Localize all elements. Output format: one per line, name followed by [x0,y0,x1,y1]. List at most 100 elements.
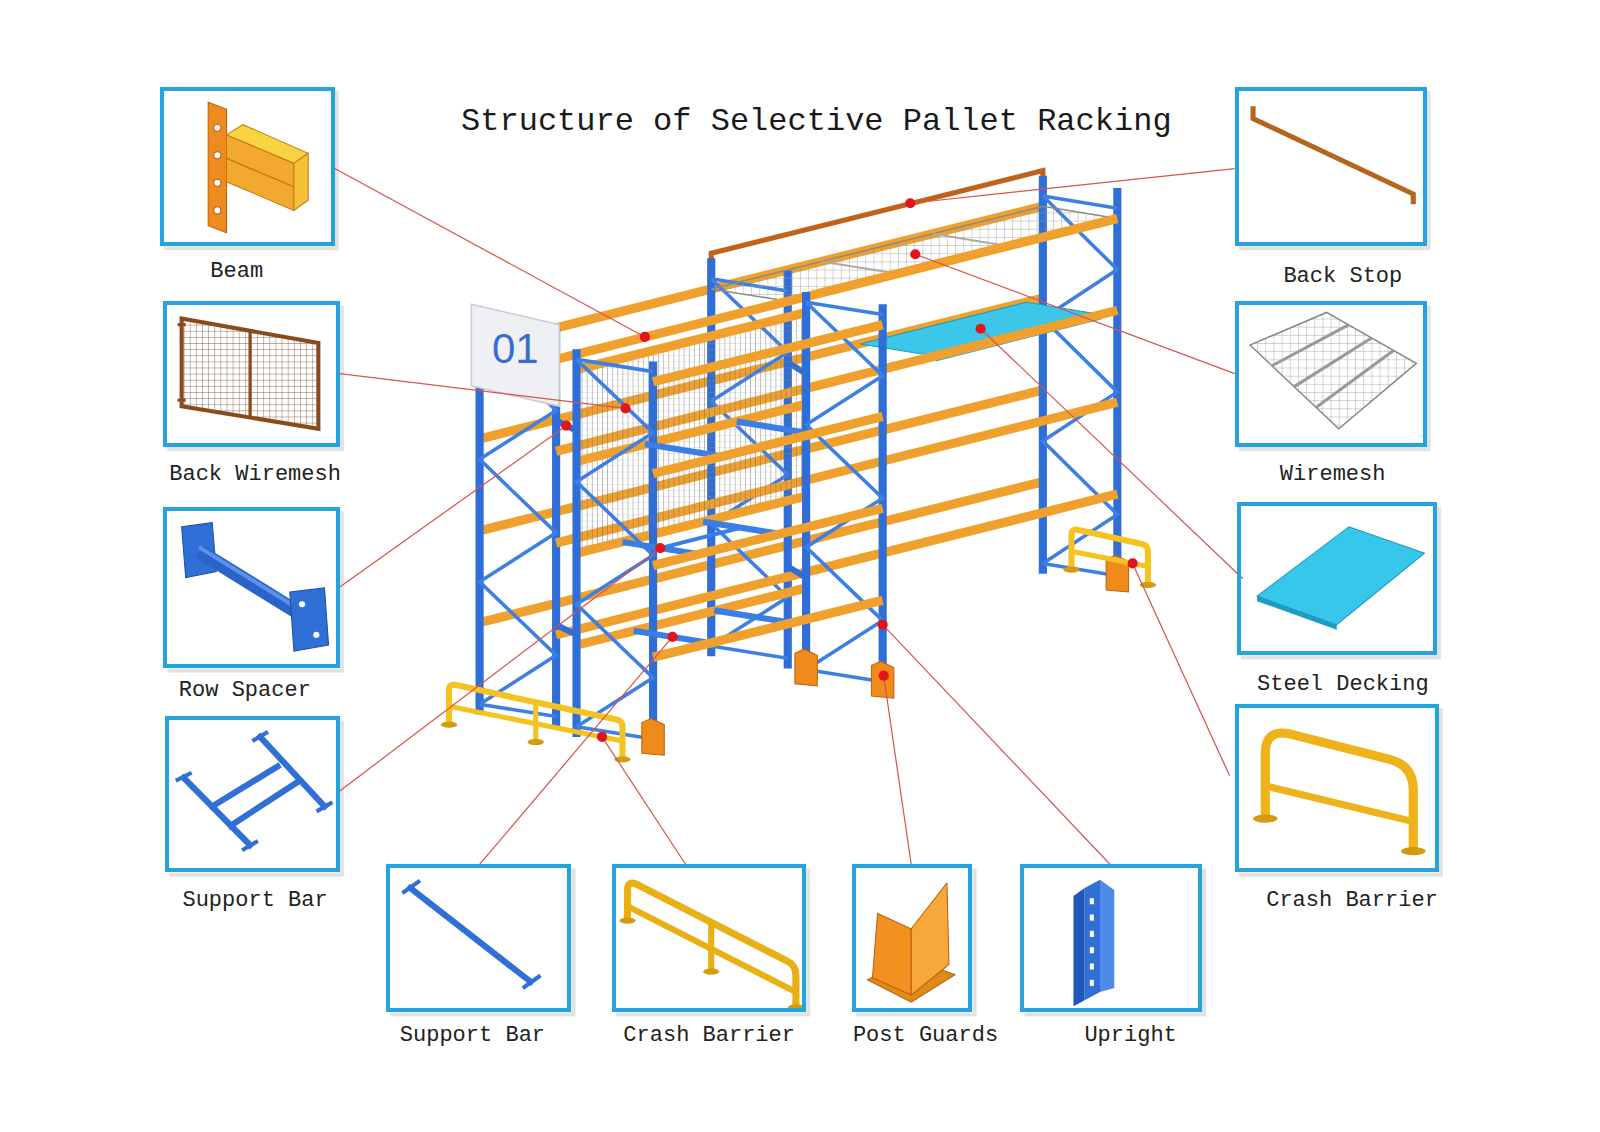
frames [572,349,580,737]
part-panel: Back Stop [1235,87,1427,289]
wiremesh-icon [1250,312,1416,428]
panel-background [163,507,340,668]
back-wiremesh-icon [178,319,319,429]
callout-dots [878,620,888,630]
panel-background [165,717,339,873]
panel-background [386,864,572,1012]
rack-number: 01 [492,326,539,372]
part-name: Row Spacer [179,678,311,703]
leader-lines [884,676,912,865]
front-beams [653,325,883,382]
beam-icon [227,135,294,211]
back-beams [577,496,807,553]
wiremesh-icon [1316,350,1394,407]
panel-background [612,864,806,1012]
beam-icon [214,179,221,186]
front-beams [653,417,883,474]
beam-icon [208,102,308,233]
row-spacer-icon [182,523,329,652]
post-guards [795,649,817,686]
frames [1043,196,1117,208]
callout-dots [620,403,630,413]
crash-barrier-icon [1253,814,1277,822]
support-bars [634,631,711,643]
wiremesh-deck [711,206,1117,301]
row-spacer-icon [199,547,306,613]
panel-background [1237,502,1437,655]
upright-icon [1073,888,1084,1006]
crash-barriers [449,685,622,758]
panel-background [1020,864,1202,1012]
panel-background [1235,704,1439,872]
beam-icon [208,102,226,233]
crash-barrier-icon [1253,733,1425,855]
callout-dots [1128,558,1138,568]
support-bars [703,522,780,534]
part-name: Back Wiremesh [169,462,341,487]
part-panel: Back Wiremesh [163,301,341,487]
panel-background [160,87,1443,1017]
support-bar-icon [254,733,266,740]
support-bar-icon [244,842,256,849]
crash-barrier-icon [628,883,796,1005]
leader-lines [340,374,626,409]
upright-icon [1073,880,1114,1007]
back-beams [577,404,807,461]
wiremesh-icon [1250,312,1416,428]
front-beams [653,600,883,657]
support-bar-icon [231,782,298,826]
panel-frame [163,301,340,447]
panel-background [852,864,972,1012]
part-name: Crash Barrier [623,1023,795,1048]
back-stop-icon [1253,106,1413,204]
beam-icon [214,152,221,159]
front-beams [653,325,883,658]
part-panel: Support Bar [386,864,572,1048]
back-beams [577,312,807,369]
support-bar-icon [524,977,538,987]
frames [577,302,883,739]
leader-lines [335,169,1243,865]
part-name: Steel Decking [1257,672,1429,697]
part-name: Upright [1084,1023,1176,1048]
part-panel: Support Bar [165,716,339,913]
callout-dots [561,198,1138,742]
upright-icon [1090,914,1094,920]
upright-icon [1090,980,1094,986]
leader-lines [1133,563,1230,775]
beam-icon [214,124,221,131]
part-panel: Beam [160,87,334,284]
support-bar-icon [410,888,530,982]
callout-dots [667,632,677,642]
crash-barrier-icon [1265,733,1413,849]
beam-icon [214,207,221,214]
panel-frame [165,716,339,872]
panel-frame [1237,502,1437,655]
panel-frame [852,864,972,1012]
panel-background [163,301,340,447]
callout-dots [879,671,889,681]
part-name: Back Stop [1283,264,1402,289]
frames [577,292,883,749]
steel-decking-icon [1257,527,1424,625]
leader-lines [883,625,1111,865]
panel-background [1235,301,1427,447]
panel-frame [1235,704,1439,872]
support-bar-icon [178,774,190,780]
panel-frame [1235,301,1427,447]
leader-lines [602,737,686,865]
leader-lines [910,169,1234,204]
part-panel: Steel Decking [1237,502,1437,697]
post-guard-icon [911,883,949,995]
steel-decking [860,302,1101,361]
panel-frame [1020,864,1202,1012]
part-panel: Crash Barrier [1235,704,1439,914]
part-panel: Row Spacer [163,507,340,703]
frames [806,302,883,314]
callout-dots [976,324,986,334]
part-name: Crash Barrier [1266,888,1438,913]
back-wiremesh-icon [178,323,186,326]
crash-barrier-icon [619,883,804,1010]
